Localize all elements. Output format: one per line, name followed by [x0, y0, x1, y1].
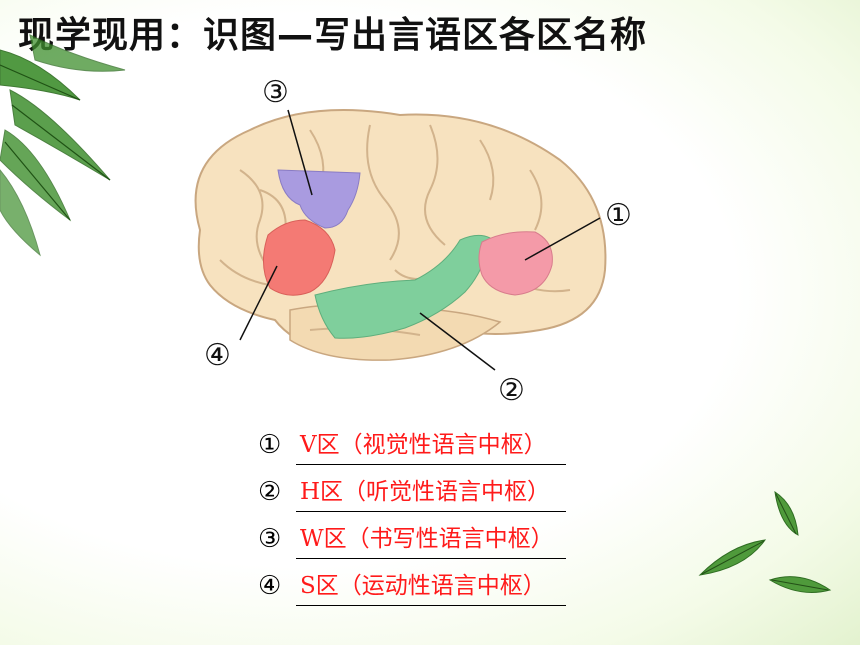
- answer-row: ③ W区（书写性语言中枢）: [258, 522, 566, 569]
- marker-1: ①: [605, 198, 632, 233]
- answer-blank: W区（书写性语言中枢）: [296, 522, 566, 559]
- brain-diagram: ③ ① ④ ②: [194, 75, 632, 408]
- leaf-decoration-top-left: [0, 34, 126, 257]
- marker-2: ②: [498, 373, 525, 408]
- answer-text: H区（听觉性语言中枢）: [300, 479, 551, 505]
- answer-blank: S区（运动性语言中枢）: [296, 569, 566, 606]
- answer-number: ②: [258, 477, 282, 507]
- answer-number: ①: [258, 430, 282, 460]
- answer-row: ① V区（视觉性语言中枢）: [258, 428, 566, 475]
- marker-4: ④: [204, 338, 231, 373]
- region-3-w-area: [277, 169, 361, 229]
- answer-text: S区（运动性语言中枢）: [300, 573, 546, 599]
- answer-text: W区（书写性语言中枢）: [300, 526, 554, 552]
- marker-3: ③: [262, 75, 289, 110]
- answer-row: ④ S区（运动性语言中枢）: [258, 569, 566, 616]
- answer-row: ② H区（听觉性语言中枢）: [258, 475, 566, 522]
- answer-number: ④: [258, 571, 282, 601]
- region-1-v-area: [478, 231, 553, 296]
- answer-blank: V区（视觉性语言中枢）: [296, 428, 566, 465]
- answer-number: ③: [258, 524, 282, 554]
- answer-list: ① V区（视觉性语言中枢） ② H区（听觉性语言中枢） ③ W区（书写性语言中枢…: [258, 428, 566, 616]
- answer-text: V区（视觉性语言中枢）: [300, 432, 547, 458]
- slide-title: 现学现用：识图—写出言语区各区名称: [18, 15, 648, 56]
- answer-blank: H区（听觉性语言中枢）: [296, 475, 566, 512]
- leaf-decoration-bottom-right: [698, 490, 832, 593]
